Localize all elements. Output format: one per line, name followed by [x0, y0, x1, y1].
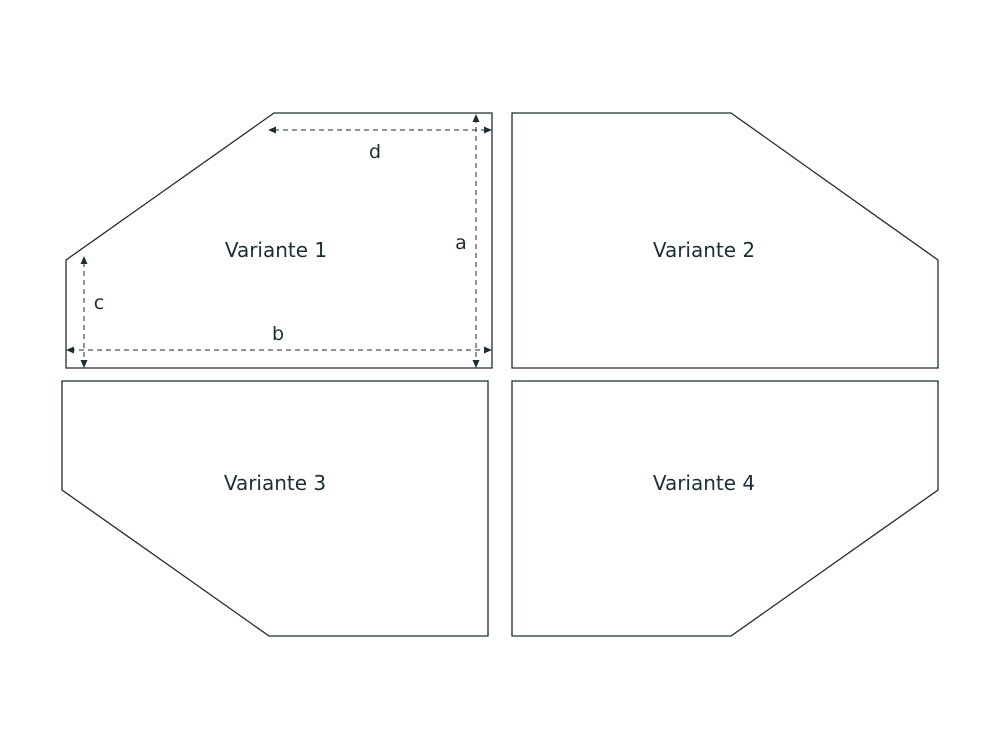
- variant-3-shape: [61, 380, 489, 637]
- dimension-d: d: [268, 126, 492, 163]
- dimension-c: c: [80, 256, 104, 368]
- dimension-d-label: d: [369, 141, 381, 163]
- dimension-b-arrow-left: [66, 346, 74, 354]
- dimension-c-arrow-top: [80, 256, 88, 264]
- variant-3-panel: Variante 3: [61, 380, 489, 637]
- dimension-b-label: b: [272, 323, 284, 345]
- dimension-a-arrow-bottom: [472, 360, 480, 368]
- dimension-d-arrow-left: [268, 126, 276, 134]
- dimension-b-arrow-right: [484, 346, 492, 354]
- variant-3-label: Variante 3: [224, 471, 326, 495]
- variant-1-shape: [65, 112, 493, 369]
- dimension-b: b: [66, 323, 492, 354]
- variant-2-panel: Variante 2: [511, 112, 939, 369]
- variant-1-panel: Variante 1 d a c b: [65, 112, 493, 369]
- variant-4-panel: Variante 4: [511, 380, 939, 637]
- variant-1-label: Variante 1: [225, 238, 327, 262]
- dimension-d-arrow-right: [484, 126, 492, 134]
- dimension-a: a: [455, 114, 480, 368]
- variant-2-label: Variante 2: [653, 238, 755, 262]
- variant-2-shape: [511, 112, 939, 369]
- dimension-c-arrow-bottom: [80, 360, 88, 368]
- variant-4-label: Variante 4: [653, 471, 755, 495]
- dimension-a-arrow-top: [472, 114, 480, 122]
- variant-4-shape: [511, 380, 939, 637]
- dimension-c-label: c: [94, 292, 104, 314]
- dimension-a-label: a: [455, 232, 467, 254]
